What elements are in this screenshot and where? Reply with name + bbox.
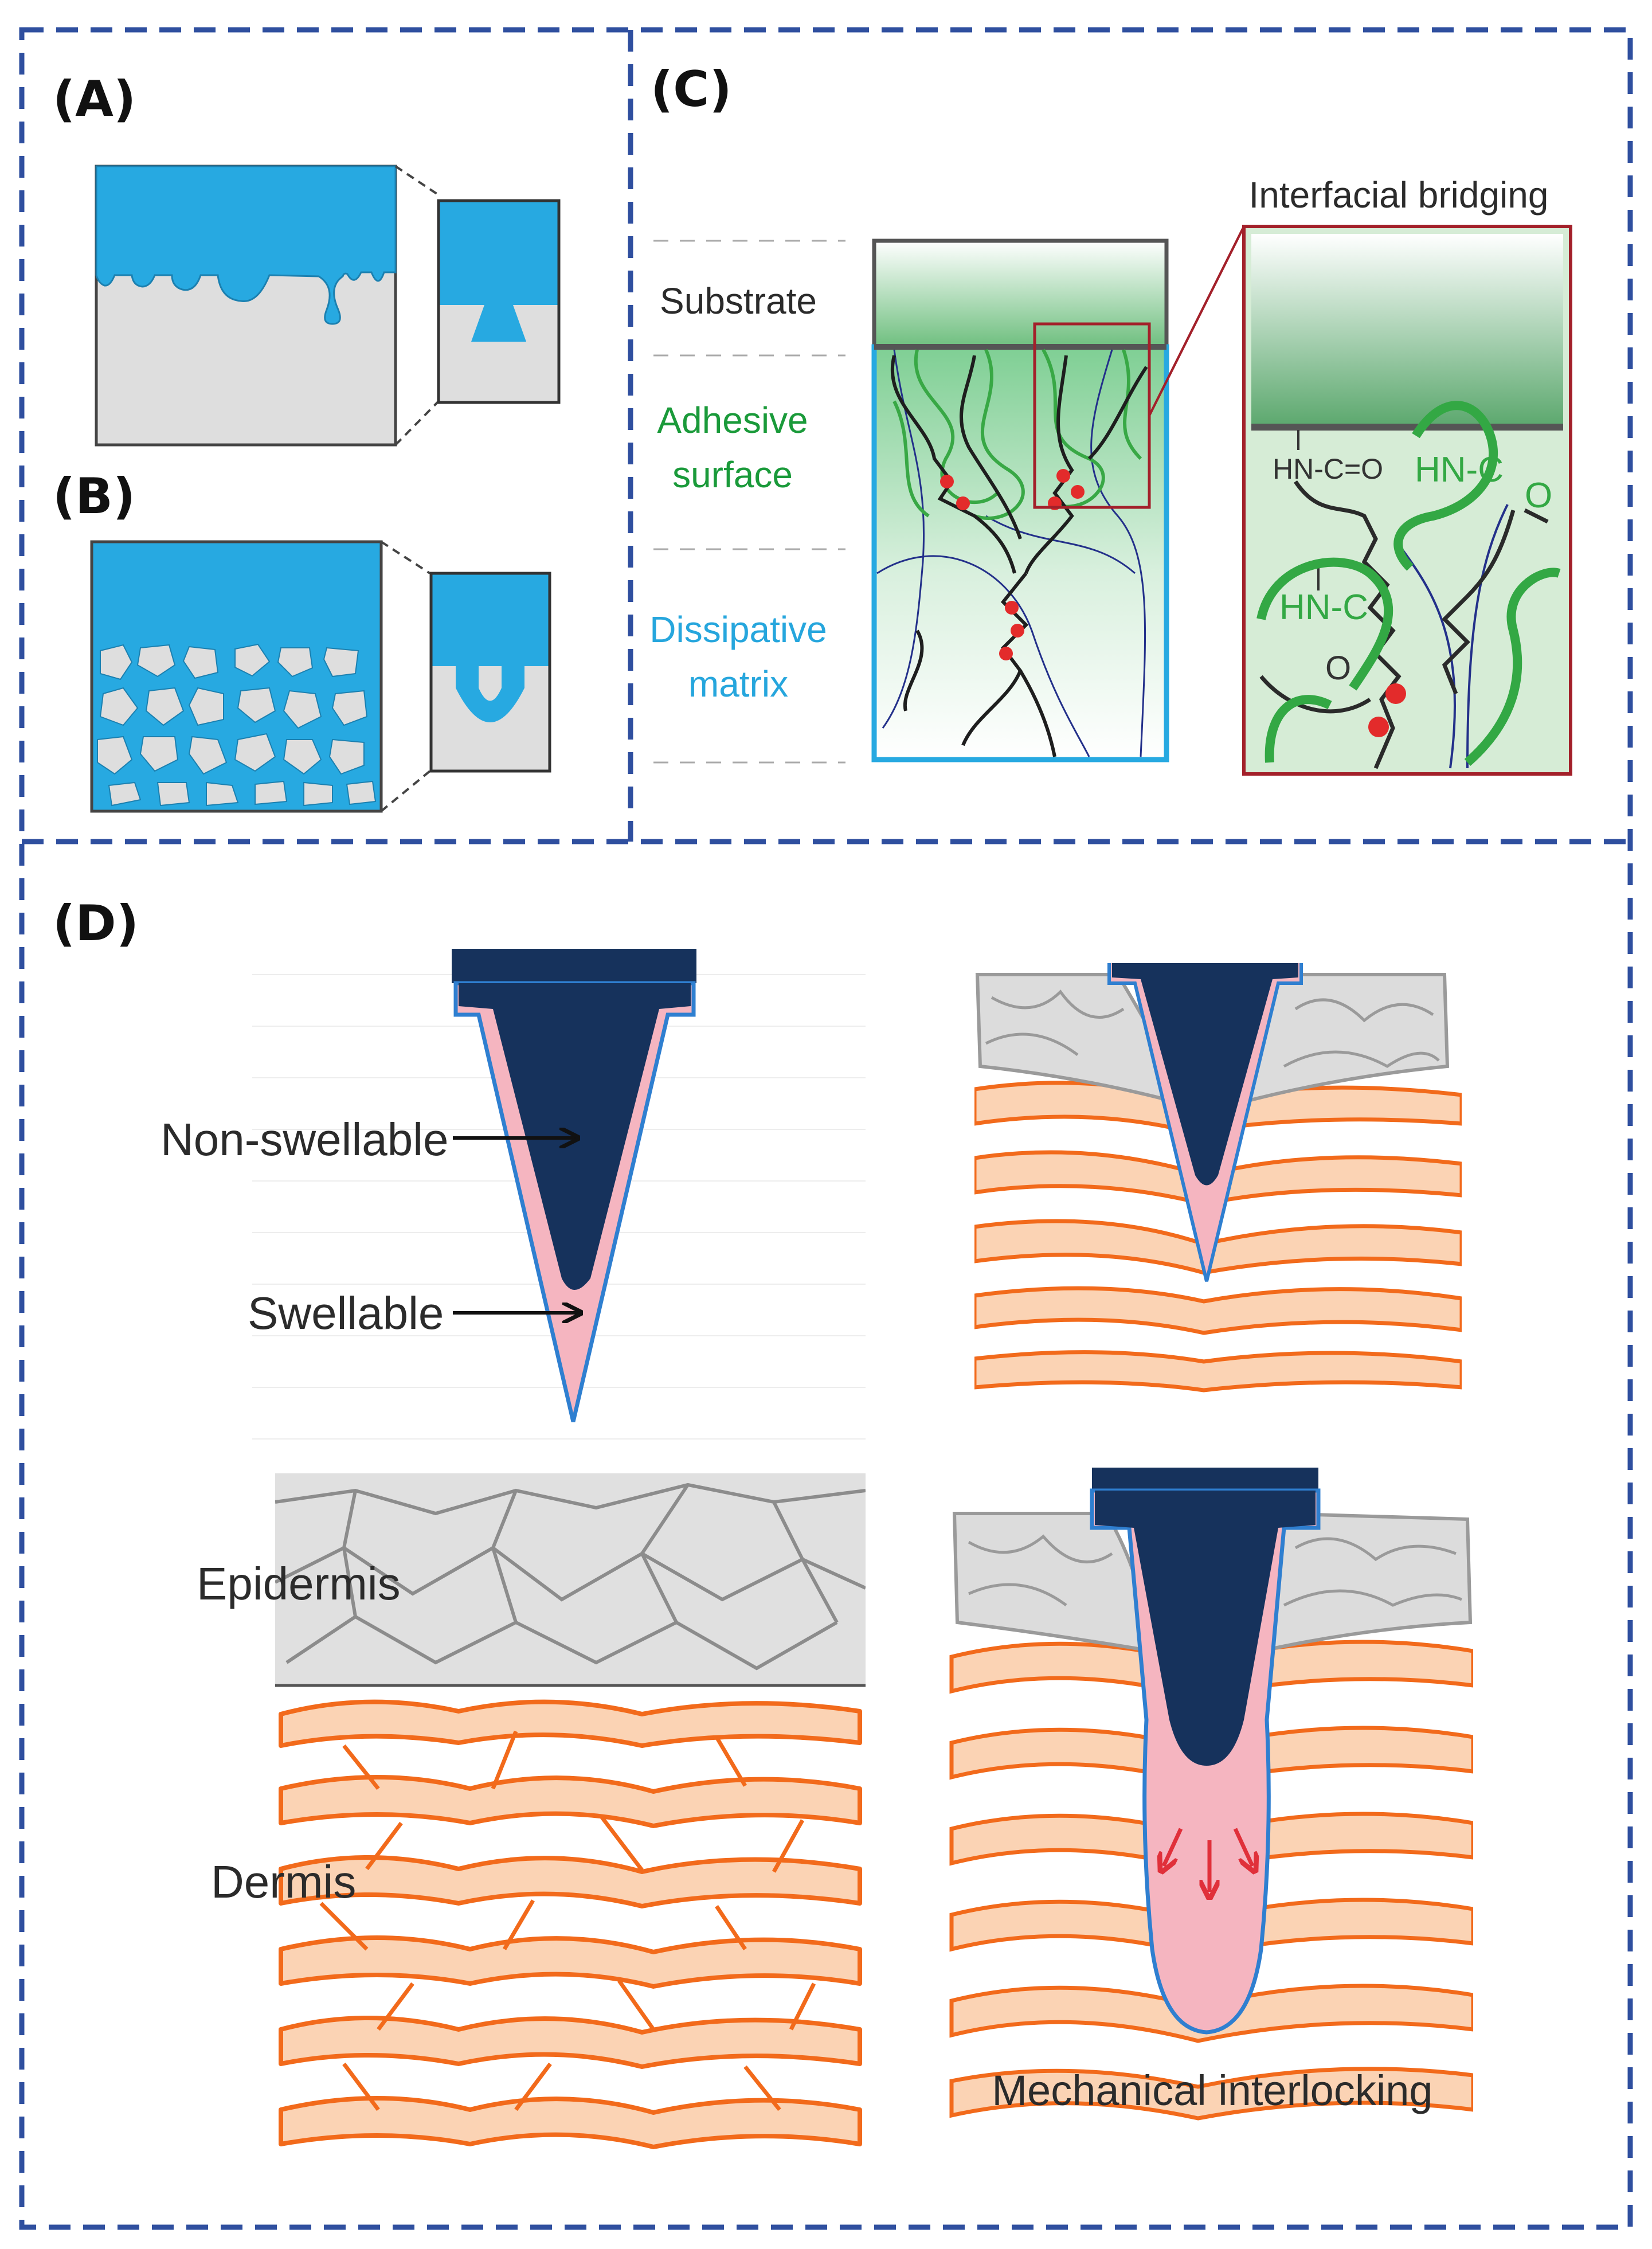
- zoom-chains-green: [1256, 401, 1561, 766]
- needle-base: [452, 949, 696, 983]
- porous-block-b: [90, 540, 383, 813]
- zoom-anchor-stubs: [1297, 430, 1320, 590]
- pore-network: [97, 643, 377, 807]
- needle-base-tr: [1106, 933, 1304, 961]
- label-dermis: Dermis: [211, 1856, 356, 1907]
- swelling-arrows: [1164, 1828, 1252, 1892]
- zoom-line-b-top: [380, 541, 431, 574]
- zoom-substrate: [1251, 234, 1563, 426]
- panel-c: (C) Substrate Adhesive surface Dissipati…: [649, 61, 1572, 776]
- epidermis-bottom-right: [952, 1511, 1473, 1653]
- zoom-title: Interfacial bridging: [1249, 174, 1549, 216]
- label-dissipative-2: matrix: [688, 663, 788, 705]
- panel-frames: [19, 27, 1633, 2230]
- zoom-connector-bottom: [1148, 226, 1245, 416]
- chem-group-3: HN-C: [1279, 588, 1368, 627]
- substrate-slab-c: [872, 238, 1169, 349]
- needle-core-tr: [1112, 963, 1298, 1186]
- zoom-box-b-border: [429, 572, 551, 773]
- label-epidermis: Epidermis: [197, 1558, 401, 1609]
- crosslink-dots-c: [940, 469, 1085, 660]
- u-shaped-channel: [456, 666, 524, 722]
- label-swellable: Swellable: [248, 1288, 444, 1339]
- needle-core-br: [1095, 1491, 1316, 1766]
- zoom-box-b-blue: [431, 573, 550, 666]
- label-non-swellable: Non-swellable: [160, 1114, 448, 1165]
- label-adhesive-1: Adhesive: [657, 400, 808, 441]
- dovetail-anchor: [471, 305, 526, 342]
- zoom-crosslink-dots: [1368, 683, 1406, 737]
- panel-b-label: (B): [53, 468, 135, 525]
- label-adhesive-2: surface: [672, 454, 793, 495]
- zoom-box-a-border: [437, 199, 561, 404]
- label-substrate: Substrate: [660, 280, 817, 322]
- skin-epidermis: [275, 1473, 866, 1687]
- outer-frame: [19, 27, 1633, 2230]
- panel-a-label: (A): [53, 71, 136, 128]
- adhesive-layer-a: [95, 165, 397, 325]
- panel-b: (B): [53, 468, 551, 813]
- swollen-needle-scene: [949, 1468, 1473, 2121]
- needle-base-br: [1092, 1468, 1318, 1491]
- panel-c-label: (C): [651, 61, 732, 118]
- inserted-needle-scene: [974, 933, 1462, 1393]
- zoom-line-a-top: [394, 165, 440, 196]
- zoom-line-b-bottom: [380, 770, 431, 812]
- label-dissipative-1: Dissipative: [649, 609, 827, 650]
- panel-d: (D) Non-swellable Swellable: [53, 895, 1473, 2149]
- panel-d-label: (D): [53, 895, 139, 952]
- label-mechanical-interlocking: Mechanical interlocking: [992, 2067, 1432, 2114]
- microneedle-diagram: [452, 949, 696, 1422]
- chem-group-2: HN-C: [1415, 450, 1504, 490]
- chem-group-3-o: O: [1325, 650, 1351, 687]
- polymer-chains-black: [890, 355, 1148, 757]
- chem-group-1: HN-C=O: [1273, 453, 1383, 485]
- zoom-box-a-blue: [439, 201, 559, 305]
- zoom-line-a-bottom: [394, 400, 440, 446]
- skin-dermis: [279, 1699, 862, 2149]
- polymer-chains-blue: [876, 349, 1146, 757]
- layer-separators: [653, 240, 845, 764]
- chem-group-2-o: O: [1525, 476, 1552, 515]
- panel-a: (A): [53, 71, 561, 447]
